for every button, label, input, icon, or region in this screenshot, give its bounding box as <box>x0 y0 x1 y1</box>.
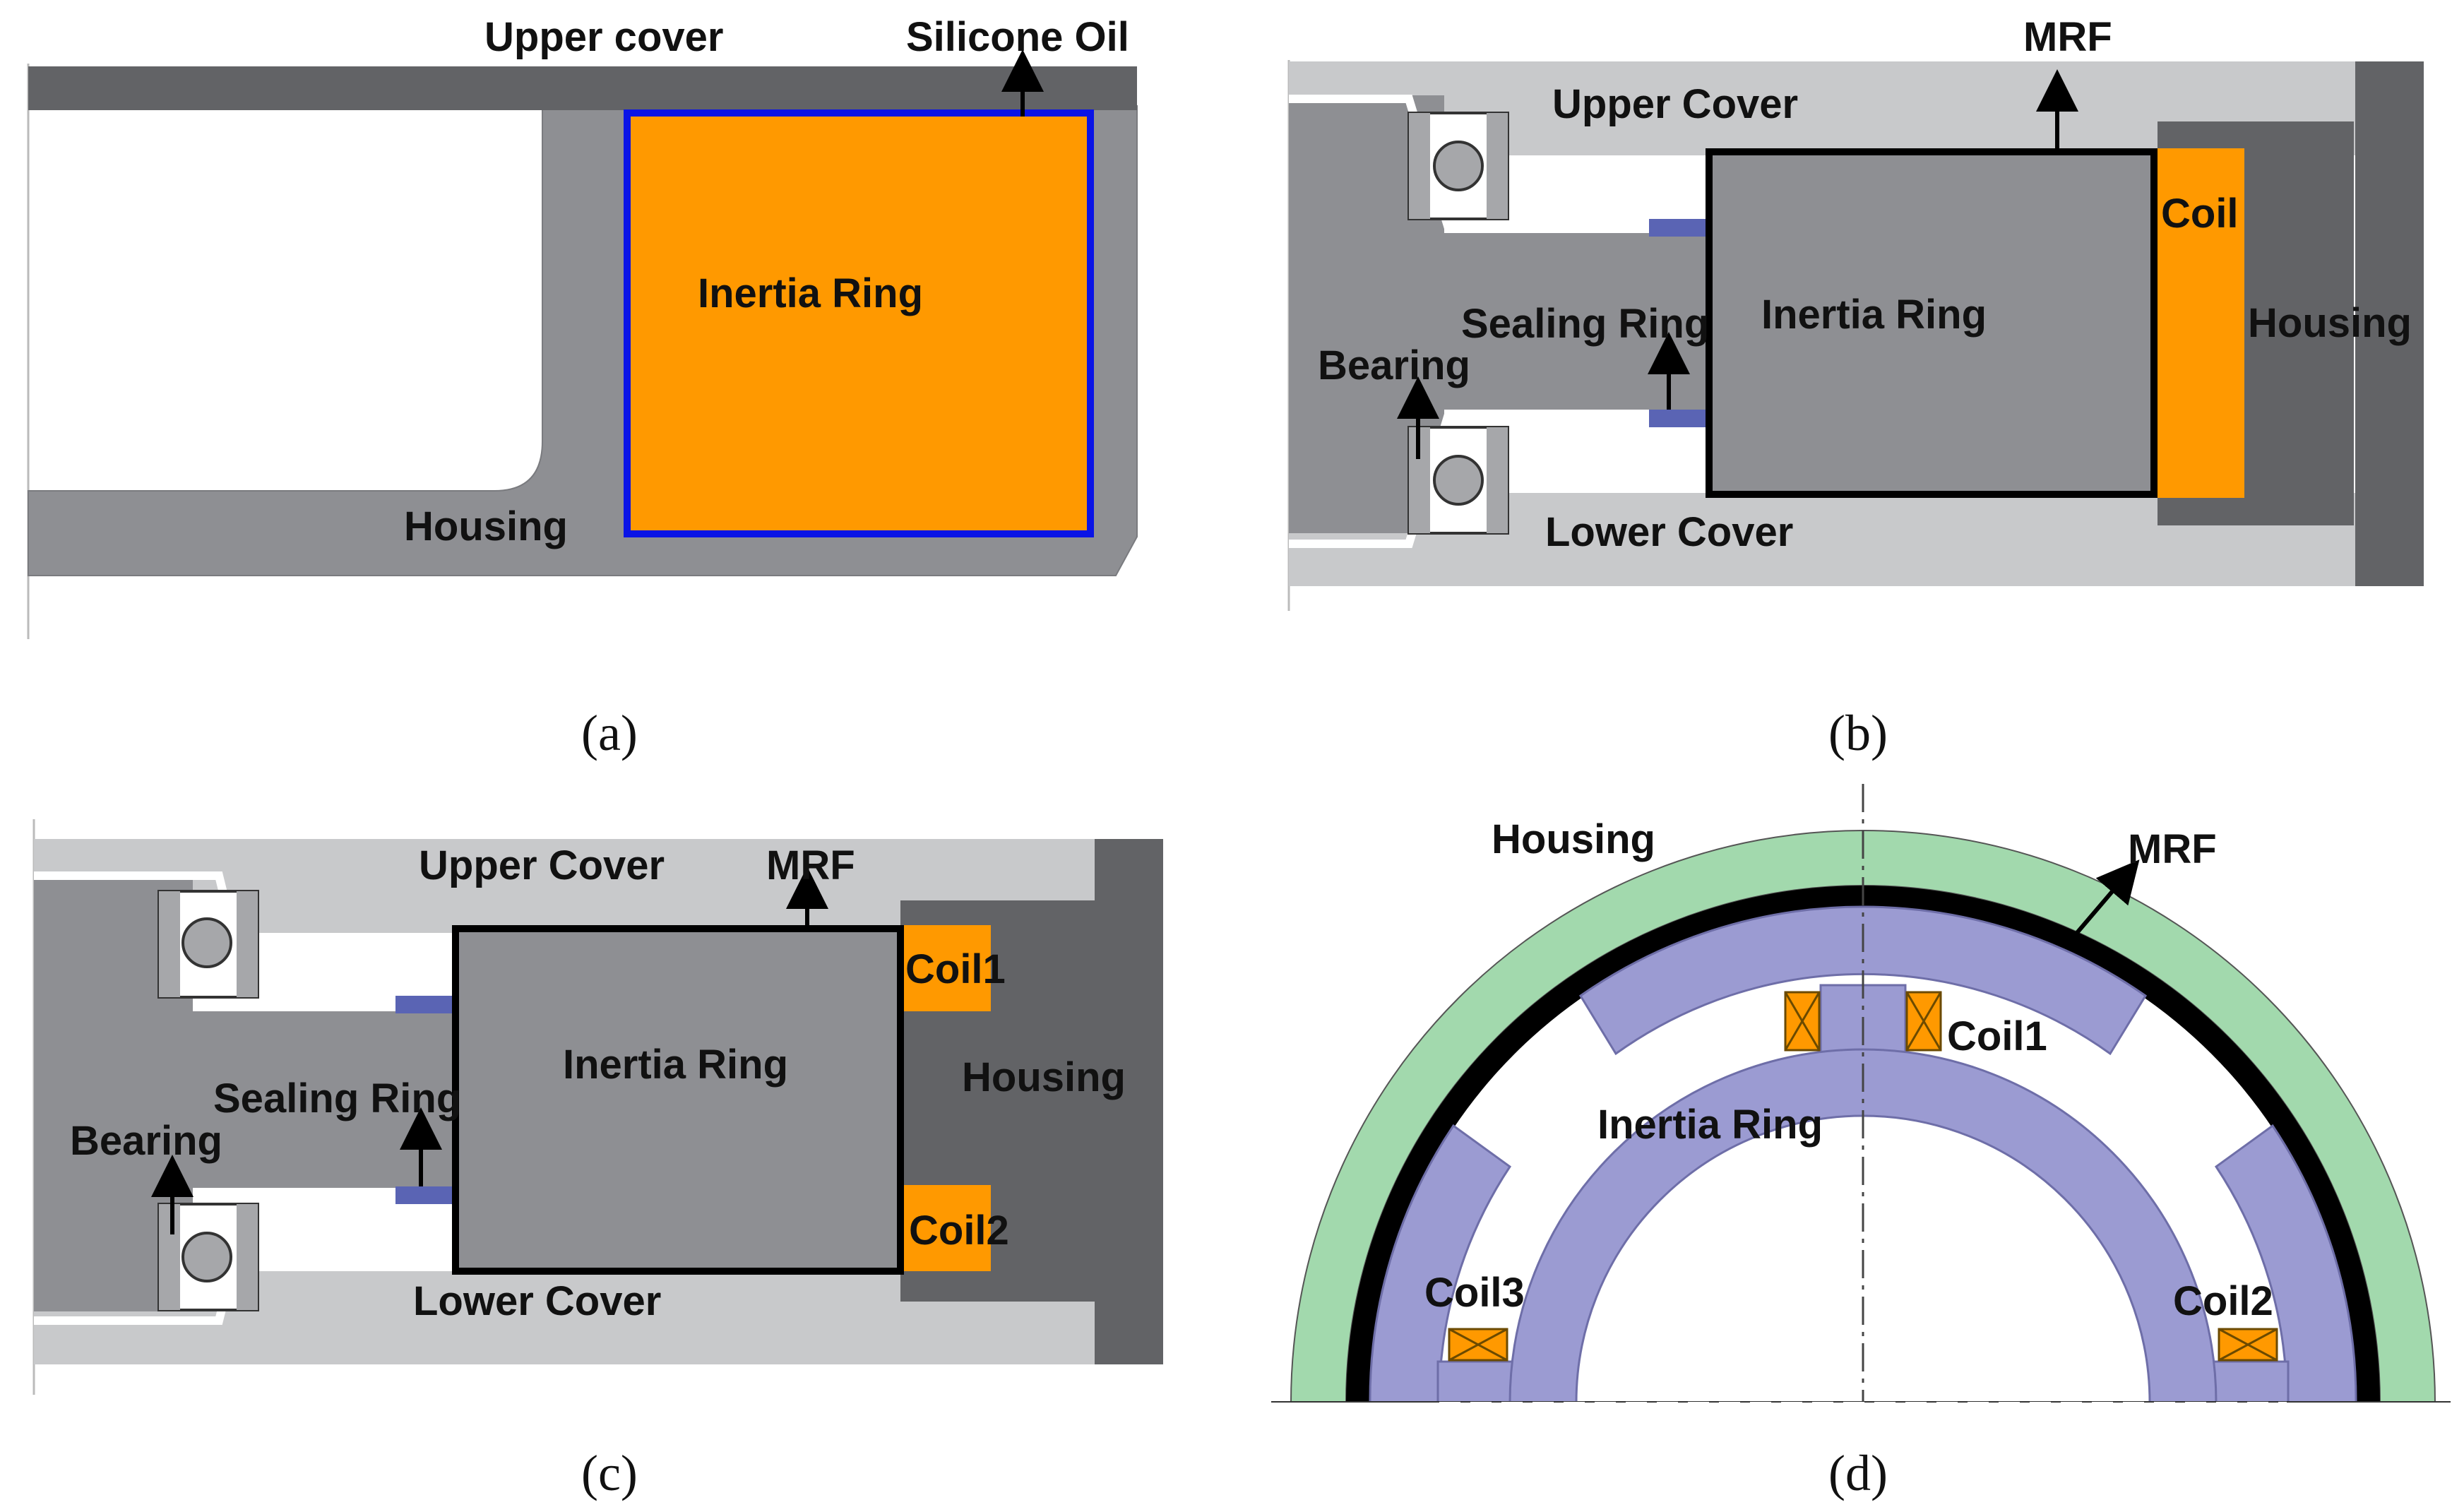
label-sealing-ring-b: Sealing Ring <box>1461 301 1709 347</box>
silicone-oil-gap <box>624 109 1094 537</box>
inertia-ring-outer-left <box>1369 1124 1512 1403</box>
label-mrf-c: MRF <box>766 843 855 888</box>
label-bearing-b: Bearing <box>1318 343 1470 388</box>
sealing-ring-c-top <box>395 996 456 1013</box>
housing-c-flange <box>1095 839 1163 1364</box>
bearing-c-top-ball <box>181 917 232 968</box>
coil-b <box>2158 148 2244 498</box>
sealing-ring-b-top <box>1649 219 1706 237</box>
bearing-b-top-race2 <box>1487 113 1508 219</box>
label-upper-cover-c: Upper Cover <box>419 843 665 888</box>
caption-a: (a) <box>581 705 638 761</box>
pole-right <box>2212 1360 2290 1403</box>
bearing-c-bottom-race2 <box>237 1204 258 1310</box>
coil3-d <box>1448 1328 1508 1362</box>
label-sealing-ring-c: Sealing Ring <box>213 1076 461 1121</box>
label-coil1-c: Coil1 <box>905 946 1006 992</box>
bearing-c-top-race <box>159 891 180 997</box>
label-coil1-d: Coil1 <box>1947 1013 2047 1059</box>
coil2-c <box>904 1185 991 1271</box>
label-coil3-d: Coil3 <box>1424 1270 1525 1316</box>
housing-b-flange <box>2355 61 2424 586</box>
bearing-c-top-race2 <box>237 891 258 997</box>
label-silicone-oil: Silicone Oil <box>906 14 1129 60</box>
label-lower-cover-b: Lower Cover <box>1545 509 1793 555</box>
bearing-b-top-race <box>1409 113 1430 219</box>
label-bearing-c: Bearing <box>70 1118 222 1164</box>
caption-d: (d) <box>1828 1445 1888 1501</box>
caption-b: (b) <box>1828 705 1888 761</box>
label-upper-cover-b: Upper Cover <box>1552 81 1798 127</box>
panel-d <box>1271 784 2451 1403</box>
pole-left <box>1436 1360 1514 1403</box>
label-inertia-ring-a: Inertia Ring <box>698 270 923 316</box>
label-housing-a: Housing <box>404 504 568 549</box>
label-coil-b: Coil <box>2161 191 2239 237</box>
bearing-b-bottom-ball <box>1433 455 1484 506</box>
label-housing-c: Housing <box>962 1054 1126 1100</box>
inertia-ring-inner <box>1508 1048 2218 1403</box>
label-coil2-c: Coil2 <box>909 1208 1009 1254</box>
bearing-c-bottom-race <box>159 1204 180 1310</box>
panel-d-labels: Housing MRF Coil1 Inertia Ring Coil3 Coi… <box>1424 816 2273 1501</box>
coil1-c <box>904 925 991 1011</box>
label-lower-cover-c: Lower Cover <box>413 1278 661 1324</box>
label-mrf-d: MRF <box>2128 826 2217 872</box>
bearing-b-bottom-race2 <box>1487 427 1508 533</box>
inertia-ring-outer-right <box>2214 1124 2357 1403</box>
coil1-d-right <box>1905 991 1942 1052</box>
sealing-ring-c-bottom <box>395 1186 456 1204</box>
upper-cover-a <box>28 66 1137 110</box>
inertia-ring-a <box>631 117 1087 530</box>
coil1-d-left <box>1784 991 1821 1052</box>
bearing-c-bottom-ball <box>181 1232 232 1282</box>
label-inertia-ring-b: Inertia Ring <box>1761 292 1987 338</box>
inertia-ring-c <box>452 925 904 1275</box>
panel-c: Upper Cover MRF Coil1 Inertia Ring Housi… <box>32 819 1163 1501</box>
panel-b: MRF Upper Cover Coil Sealing Ring Inerti… <box>1287 14 2424 761</box>
coil2-d <box>2218 1328 2278 1362</box>
inertia-ring-outer-top <box>1578 905 2148 1056</box>
sealing-ring-b-bottom <box>1649 410 1706 427</box>
label-inertia-ring-c: Inertia Ring <box>563 1042 788 1088</box>
bearing-b-top-ball <box>1433 141 1484 191</box>
label-upper-cover-a: Upper cover <box>484 14 723 60</box>
label-coil2-d: Coil2 <box>2173 1278 2273 1324</box>
mrf-arrow-d <box>2074 859 2140 935</box>
label-housing-d: Housing <box>1492 816 1655 862</box>
label-inertia-ring-d: Inertia Ring <box>1597 1102 1823 1148</box>
label-mrf-b: MRF <box>2023 14 2112 60</box>
label-housing-b: Housing <box>2248 300 2412 346</box>
inertia-ring-b <box>1706 148 2158 498</box>
shaft-c <box>186 1011 458 1188</box>
caption-c: (c) <box>581 1445 638 1501</box>
panel-a: Upper cover Silicone Oil Inertia Ring Ho… <box>27 14 1138 761</box>
